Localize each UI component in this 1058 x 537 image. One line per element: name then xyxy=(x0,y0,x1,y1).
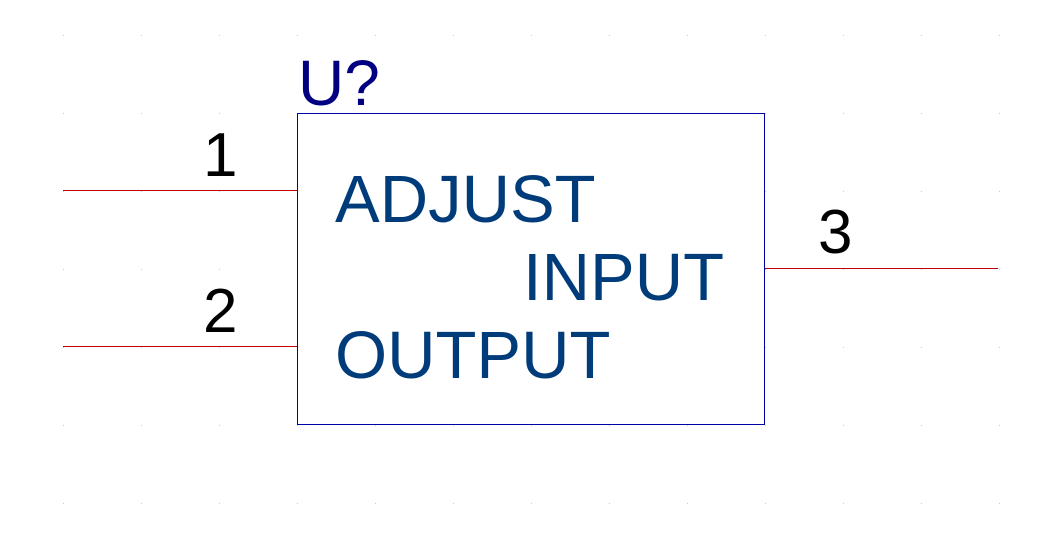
grid-dot xyxy=(999,191,1000,192)
grid-dot xyxy=(63,113,64,114)
grid-dot xyxy=(843,347,844,348)
grid-dot xyxy=(219,191,220,192)
component-designator[interactable]: U? xyxy=(298,47,380,119)
grid-dot xyxy=(219,503,220,504)
grid-dot xyxy=(375,35,376,36)
grid-dot xyxy=(765,503,766,504)
grid-dot xyxy=(999,347,1000,348)
grid-dot xyxy=(141,503,142,504)
grid-dot xyxy=(999,113,1000,114)
grid-dot xyxy=(765,425,766,426)
grid-dot xyxy=(141,269,142,270)
component-body[interactable] xyxy=(297,113,765,425)
grid-dot xyxy=(765,35,766,36)
grid-dot xyxy=(63,191,64,192)
grid-dot xyxy=(531,503,532,504)
grid-dot xyxy=(141,191,142,192)
grid-dot xyxy=(843,425,844,426)
grid-dot xyxy=(219,269,220,270)
grid-dot xyxy=(609,425,610,426)
grid-dot xyxy=(141,425,142,426)
grid-dot xyxy=(765,191,766,192)
grid-dot xyxy=(63,347,64,348)
grid-dot xyxy=(453,425,454,426)
grid-dot xyxy=(141,347,142,348)
grid-dot xyxy=(297,35,298,36)
grid-dot xyxy=(765,269,766,270)
grid-dot xyxy=(921,425,922,426)
pin-2-label: OUTPUT xyxy=(335,318,610,393)
grid-dot xyxy=(999,503,1000,504)
grid-dot xyxy=(765,347,766,348)
grid-dot xyxy=(609,503,610,504)
pin-1-number: 1 xyxy=(203,121,237,190)
grid-dot xyxy=(219,347,220,348)
grid-dot xyxy=(921,113,922,114)
grid-dot xyxy=(921,35,922,36)
pin-2-number: 2 xyxy=(203,277,237,346)
grid-dot xyxy=(999,35,1000,36)
grid-dot xyxy=(375,503,376,504)
grid-dot xyxy=(219,113,220,114)
grid-dot xyxy=(531,425,532,426)
grid-dot xyxy=(63,269,64,270)
grid-dot xyxy=(453,35,454,36)
grid-dot xyxy=(609,35,610,36)
grid-dot xyxy=(843,503,844,504)
pin-1-label: ADJUST xyxy=(335,162,596,237)
grid-dot xyxy=(921,503,922,504)
grid-dot xyxy=(63,503,64,504)
pin-3-label: INPUT xyxy=(523,240,724,315)
grid-dot xyxy=(453,503,454,504)
grid-dot xyxy=(141,113,142,114)
grid-dot xyxy=(843,113,844,114)
grid-dot xyxy=(999,269,1000,270)
grid-dot xyxy=(297,425,298,426)
grid-dot xyxy=(63,425,64,426)
grid-dot xyxy=(375,425,376,426)
grid-dot xyxy=(687,503,688,504)
grid-dot xyxy=(765,113,766,114)
grid-dot xyxy=(297,503,298,504)
grid-dot xyxy=(843,269,844,270)
grid-dot xyxy=(63,35,64,36)
pin-3-number: 3 xyxy=(818,198,852,267)
grid-dot xyxy=(687,425,688,426)
grid-dot xyxy=(219,425,220,426)
grid-dot xyxy=(687,35,688,36)
grid-dot xyxy=(219,35,220,36)
grid-dot xyxy=(999,425,1000,426)
grid-dot xyxy=(531,35,532,36)
grid-dot xyxy=(921,347,922,348)
grid-dot xyxy=(141,35,142,36)
grid-dot xyxy=(921,269,922,270)
grid-dot xyxy=(921,191,922,192)
grid-dot xyxy=(843,35,844,36)
grid-dot xyxy=(843,191,844,192)
